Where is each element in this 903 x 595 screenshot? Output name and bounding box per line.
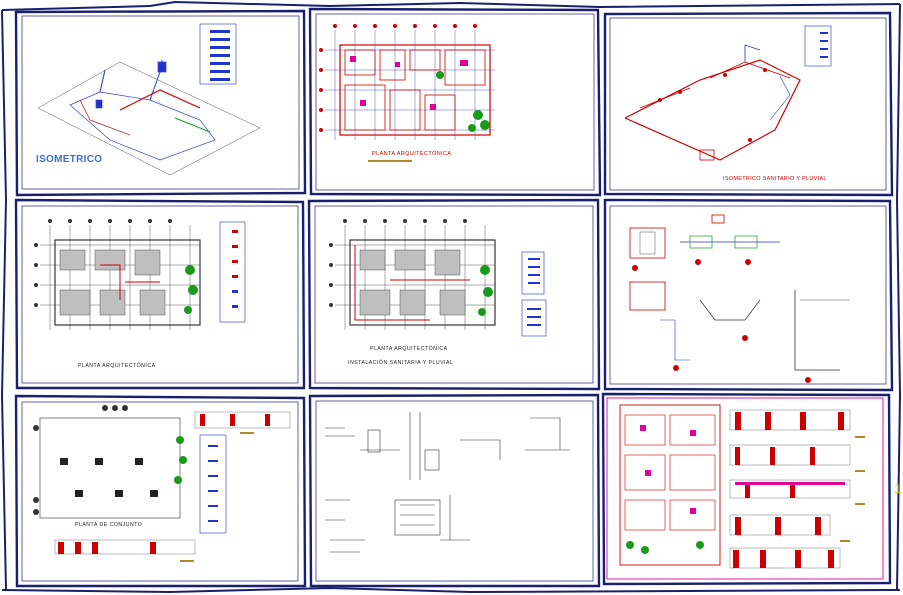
sheet-caption: PLANTA ARQUITECTÓNICA: [370, 345, 448, 352]
side-number: 1: [894, 481, 901, 496]
sheet-frame: [308, 393, 601, 588]
elevation-strip: [729, 514, 831, 536]
sanitary-iso-drawing: [624, 44, 801, 161]
legend: [199, 434, 227, 534]
sheet-details-2[interactable]: [308, 393, 601, 588]
sheet-elevations[interactable]: [601, 392, 892, 586]
isometric-drawing: [37, 59, 261, 176]
details-drawing: [629, 214, 850, 383]
site-plan-drawing: [33, 405, 291, 562]
legend: [804, 25, 832, 67]
sheet-caption: PLANTA ARQUITECTÓNICA: [78, 362, 156, 369]
elevations-drawing: [619, 404, 865, 569]
sheet-frame: [14, 394, 307, 588]
sheet-isometric-sanitary[interactable]: ISOMETRICO SANITARIO Y PLUVIAL: [603, 11, 894, 197]
sheet-border: [21, 15, 300, 190]
sheet-caption-2: INSTALACIÓN SANITARIA Y PLUVIAL: [348, 359, 453, 366]
sheet-frame: [603, 11, 894, 197]
sheet-border: [314, 205, 594, 384]
elevation-strip: [729, 547, 841, 569]
sheet-floor-plan-1[interactable]: PLANTA ARQUITECTÓNICA: [308, 7, 602, 197]
sheet-border: [609, 205, 887, 385]
floor-plan-drawing: [329, 219, 496, 330]
sheet-caption: ISOMETRICO: [36, 154, 102, 165]
sheet-frame: [603, 198, 894, 392]
sheet-site-plan[interactable]: PLANTA DE CONJUNTO: [14, 394, 307, 588]
sheet-floor-plan-2[interactable]: PLANTA ARQUITECTÓNICA: [14, 198, 306, 390]
sheet-border: [315, 13, 595, 191]
caption-underline: [368, 160, 412, 162]
sheet-border: [609, 17, 887, 191]
sheet-floor-plan-3[interactable]: PLANTA ARQUITECTÓNICA INSTALACIÓN SANITA…: [307, 198, 601, 391]
details-drawing: [325, 412, 570, 553]
floor-plan-drawing: [319, 24, 495, 140]
sheet-details-1[interactable]: [603, 198, 894, 392]
legend: [521, 251, 547, 337]
floor-plan-drawing: [34, 219, 201, 330]
elevation-strip: [729, 444, 851, 466]
sheet-frame: [14, 9, 307, 197]
legend: [219, 221, 246, 323]
sheet-caption: PLANTA ARQUITECTÓNICA: [372, 150, 452, 157]
legend: [199, 23, 237, 85]
sheet-isometric[interactable]: ISOMETRICO: [14, 9, 307, 197]
elevation-strip: [729, 479, 851, 499]
sheet-border: [21, 401, 299, 582]
elevation-strip: [729, 409, 851, 431]
sheet-border: [606, 397, 884, 580]
sheet-caption: PLANTA DE CONJUNTO: [75, 522, 142, 528]
sheet-border: [315, 400, 594, 582]
sheet-caption: ISOMETRICO SANITARIO Y PLUVIAL: [723, 176, 827, 182]
sheet-border: [21, 205, 299, 384]
